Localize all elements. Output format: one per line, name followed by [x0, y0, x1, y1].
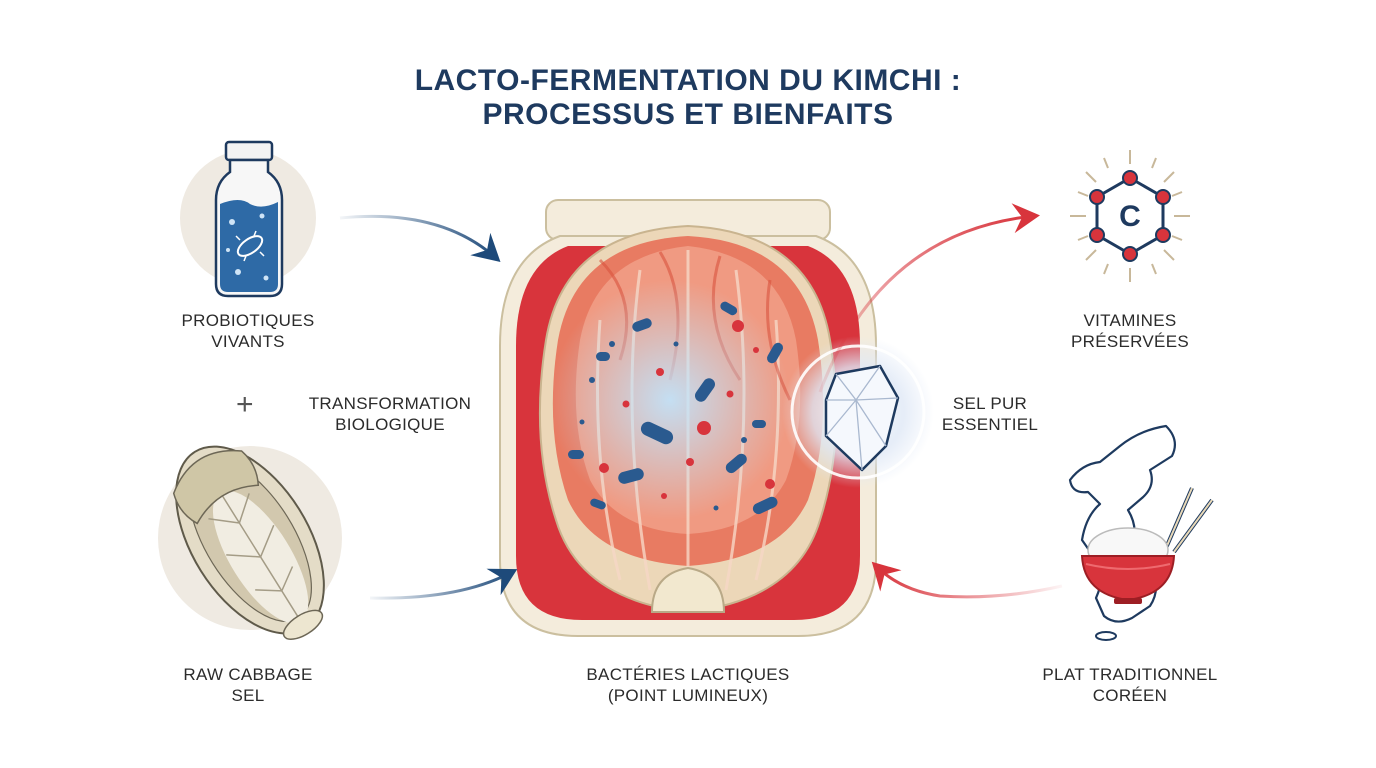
arrow-probiotics-to-jar: [339, 214, 501, 262]
label-bacteria-line-1: BACTÉRIES LACTIQUES: [586, 665, 790, 684]
plus-sign: +: [236, 388, 254, 421]
title-line-1: LACTO-FERMENTATION DU KIMCHI :: [414, 64, 962, 97]
vitamin-c-symbol: C: [1119, 200, 1141, 233]
label-salt-line-1: SEL PUR: [952, 394, 1028, 413]
title-line-2: PROCESSUS ET BIENFAITS: [482, 98, 894, 131]
label-salt-line-2: ESSENTIEL: [941, 415, 1039, 434]
salt-crystal-icon: [782, 336, 934, 488]
arrow-cabbage-to-jar: [369, 568, 518, 600]
label-transformation-line-1: TRANSFORMATION: [308, 394, 472, 413]
arrow-jar-to-vitamins: [818, 203, 1040, 393]
label-probiotics-line-1: PROBIOTIQUES: [181, 311, 315, 330]
diagram-title: LACTO-FERMENTATION DU KIMCHI : PROCESSUS…: [0, 64, 1376, 132]
label-transformation-line-2: BIOLOGIQUE: [335, 415, 445, 434]
label-dish-line-1: PLAT TRADITIONNEL: [1042, 665, 1218, 684]
label-vitamins-line-2: PRÉSERVÉES: [1071, 332, 1189, 351]
label-vitamins-line-1: VITAMINES: [1083, 311, 1177, 330]
probiotic-bottle-icon: [180, 140, 316, 298]
label-probiotics: PROBIOTIQUES VIVANTS: [158, 310, 338, 352]
vitamin-c-molecule-icon: C: [1070, 150, 1190, 282]
label-salt: SEL PUR ESSENTIEL: [930, 393, 1050, 435]
label-cabbage: RAW CABBAGE SEL: [158, 664, 338, 706]
label-probiotics-line-2: VIVANTS: [211, 332, 285, 351]
arrow-dish-to-jar: [871, 561, 1063, 599]
label-vitamins: VITAMINES PRÉSERVÉES: [1040, 310, 1220, 352]
kimchi-jar-icon: [499, 199, 877, 637]
napa-cabbage-icon: [158, 445, 342, 640]
label-cabbage-line-1: RAW CABBAGE: [183, 665, 313, 684]
label-bacteria: BACTÉRIES LACTIQUES (POINT LUMINEUX): [560, 664, 816, 706]
label-transformation: TRANSFORMATION BIOLOGIQUE: [290, 393, 490, 435]
korea-rice-bowl-icon: [1068, 424, 1214, 641]
label-dish-line-2: CORÉEN: [1092, 686, 1168, 705]
label-bacteria-line-2: (POINT LUMINEUX): [607, 686, 769, 705]
label-cabbage-line-2: SEL: [231, 686, 265, 705]
label-dish: PLAT TRADITIONNEL CORÉEN: [1020, 664, 1240, 706]
